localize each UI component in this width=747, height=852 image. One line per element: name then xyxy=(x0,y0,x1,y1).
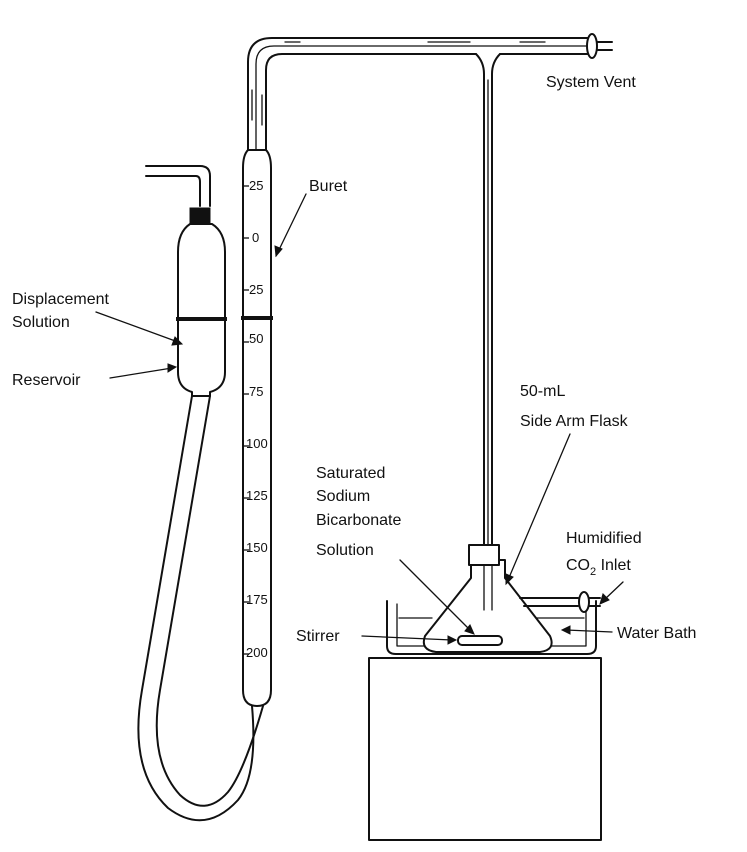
buret-scale: 25 0 25 50 75 100 125 150 175 200 xyxy=(246,178,268,660)
buret-ticks xyxy=(243,185,249,655)
scale-label: 175 xyxy=(246,592,268,607)
scale-label: 100 xyxy=(246,436,268,451)
humidified-label: Humidified xyxy=(566,530,642,547)
reservoir-label: Reservoir xyxy=(12,372,81,389)
bicarb-label-line1: Saturated xyxy=(316,465,385,482)
scale-label: 25 xyxy=(249,282,263,297)
bicarb-label-line4: Solution xyxy=(316,542,374,559)
co2-inlet-stopcock-icon xyxy=(578,591,601,613)
scale-label: 200 xyxy=(246,645,268,660)
scale-label: 75 xyxy=(249,384,263,399)
scale-label: 25 xyxy=(249,178,263,193)
stirrer-label: Stirrer xyxy=(296,628,340,645)
top-manifold-tubing xyxy=(247,37,591,151)
scale-label: 50 xyxy=(249,331,263,346)
displacement-label-line2: Solution xyxy=(12,314,70,331)
buret-label: Buret xyxy=(309,178,348,195)
flask-label-line2: Side Arm Flask xyxy=(520,413,629,430)
connecting-u-tube xyxy=(137,395,264,822)
flask-connector-tubing xyxy=(475,53,501,546)
leader-arrows xyxy=(95,193,624,645)
side-arm-flask xyxy=(422,544,579,653)
vent-stopcock-icon xyxy=(586,33,613,59)
support-block xyxy=(368,657,602,841)
system-vent-label: System Vent xyxy=(546,74,636,91)
co2-inlet-label: CO2 Inlet xyxy=(566,557,631,578)
scale-label: 125 xyxy=(246,488,268,503)
scale-label: 0 xyxy=(252,230,259,245)
buret xyxy=(241,149,273,707)
bicarb-label-line2: Sodium xyxy=(316,488,370,505)
scale-label: 150 xyxy=(246,540,268,555)
flask-label-line1: 50-mL xyxy=(520,383,565,400)
bicarb-label-line3: Bicarbonate xyxy=(316,512,401,529)
water-bath-label: Water Bath xyxy=(617,625,696,642)
reservoir xyxy=(145,165,227,397)
displacement-label-line1: Displacement xyxy=(12,291,109,308)
